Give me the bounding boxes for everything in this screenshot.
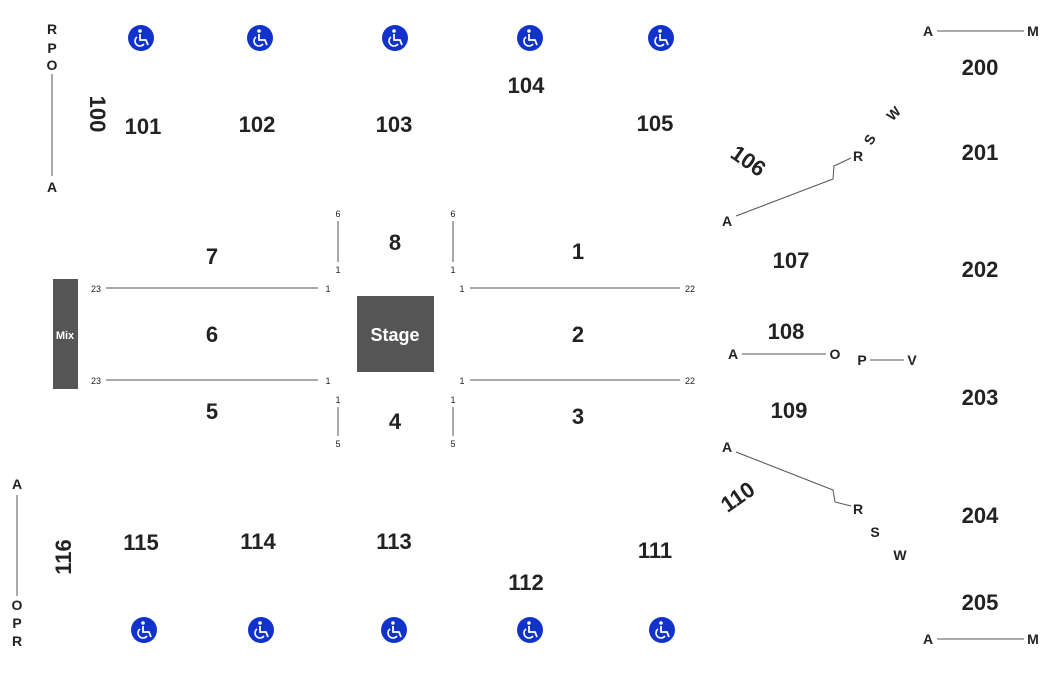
floor-row-number: 1 <box>335 395 340 405</box>
floor-row-number: 1 <box>450 265 455 275</box>
row-label: S <box>870 524 879 540</box>
floor-section-3[interactable]: 3 <box>572 404 584 429</box>
floor-row-number: 5 <box>335 439 340 449</box>
wheelchair-icon <box>517 617 543 643</box>
section-103[interactable]: 103 <box>376 112 413 137</box>
section-101[interactable]: 101 <box>125 114 162 139</box>
floor-row-number: 22 <box>685 284 695 294</box>
floor-section-1[interactable]: 1 <box>572 239 584 264</box>
mix-label: Mix <box>56 330 75 342</box>
floor-row-number: 22 <box>685 376 695 386</box>
row-label: R <box>853 501 863 517</box>
section-113[interactable]: 113 <box>376 529 412 554</box>
row-line <box>735 451 852 507</box>
floor-row-number: 6 <box>335 209 340 219</box>
floor-section-2[interactable]: 2 <box>572 322 584 347</box>
stage-label: Stage <box>370 325 419 345</box>
floor-section-4[interactable]: 4 <box>389 409 402 434</box>
floor-row-number: 1 <box>459 376 464 386</box>
wheelchair-icon <box>517 25 543 51</box>
section-100[interactable]: 100 <box>85 96 110 133</box>
section-114[interactable]: 114 <box>240 529 276 554</box>
row-label: W <box>883 103 904 124</box>
floor-row-number: 1 <box>325 376 330 386</box>
section-115[interactable]: 115 <box>123 530 159 555</box>
row-label: R <box>12 633 22 649</box>
section-109[interactable]: 109 <box>771 398 808 423</box>
wheelchair-icon <box>128 25 154 51</box>
row-label: A <box>923 631 933 647</box>
row-label: A <box>728 346 738 362</box>
floor-row-number: 23 <box>91 284 101 294</box>
row-label: A <box>722 439 732 455</box>
row-label: O <box>830 346 841 362</box>
row-label: A <box>923 23 933 39</box>
wheelchair-icon <box>382 25 408 51</box>
section-201[interactable]: 201 <box>962 140 999 165</box>
floor-section-5[interactable]: 5 <box>206 399 218 424</box>
wheelchair-icon <box>649 617 675 643</box>
row-label: V <box>907 352 917 368</box>
section-202[interactable]: 202 <box>962 257 999 282</box>
row-label: W <box>893 547 907 563</box>
wheelchair-icon <box>247 25 273 51</box>
wheelchair-icon <box>131 617 157 643</box>
row-label: P <box>12 615 21 631</box>
section-108[interactable]: 108 <box>768 319 805 344</box>
row-label: A <box>722 213 732 229</box>
floor-section-8[interactable]: 8 <box>389 230 401 255</box>
floor-row-number: 1 <box>450 395 455 405</box>
section-205[interactable]: 205 <box>962 590 999 615</box>
mix-booth[interactable] <box>53 279 78 389</box>
section-110[interactable]: 110 <box>716 476 759 517</box>
section-106[interactable]: 106 <box>726 140 770 182</box>
row-label: P <box>857 352 866 368</box>
floor-row-number: 1 <box>459 284 464 294</box>
section-112[interactable]: 112 <box>508 570 544 595</box>
floor-section-7[interactable]: 7 <box>206 244 218 269</box>
wheelchair-icon <box>648 25 674 51</box>
wheelchair-icon <box>381 617 407 643</box>
wheelchair-icon <box>248 617 274 643</box>
section-204[interactable]: 204 <box>962 503 999 528</box>
floor-row-number: 6 <box>450 209 455 219</box>
section-200[interactable]: 200 <box>962 55 999 80</box>
row-label: M <box>1027 631 1039 647</box>
section-203[interactable]: 203 <box>962 385 999 410</box>
row-label: P <box>47 40 56 56</box>
floor-row-number: 23 <box>91 376 101 386</box>
floor-row-number: 1 <box>335 265 340 275</box>
floor-row-number: 1 <box>325 284 330 294</box>
row-label: R <box>853 148 863 164</box>
row-label: O <box>12 597 23 613</box>
floor-row-number: 5 <box>450 439 455 449</box>
row-label: A <box>12 476 22 492</box>
section-105[interactable]: 105 <box>637 111 674 136</box>
row-label: S <box>860 131 879 147</box>
row-line <box>735 157 852 217</box>
section-116[interactable]: 116 <box>51 539 76 575</box>
row-label: O <box>47 57 58 73</box>
section-102[interactable]: 102 <box>239 112 276 137</box>
row-label: R <box>47 21 57 37</box>
stage <box>357 296 434 372</box>
section-107[interactable]: 107 <box>773 248 810 273</box>
row-label: A <box>47 179 57 195</box>
row-label: M <box>1027 23 1039 39</box>
floor-section-6[interactable]: 6 <box>206 322 218 347</box>
section-104[interactable]: 104 <box>508 73 545 98</box>
section-111[interactable]: 111 <box>638 538 672 563</box>
